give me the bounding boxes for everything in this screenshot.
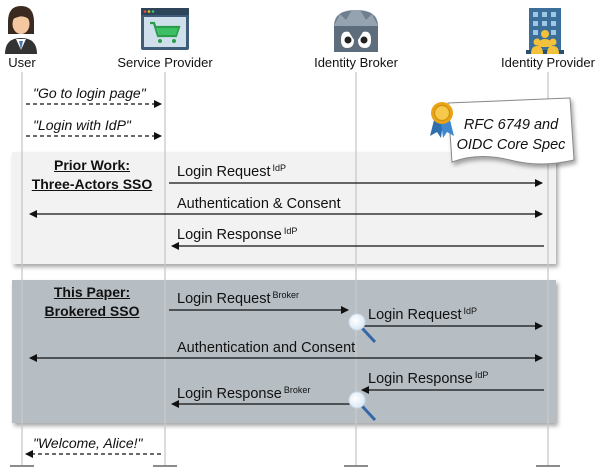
identity-broker-icon bbox=[334, 10, 378, 52]
identity-provider-building-icon bbox=[526, 8, 564, 54]
note-welcome: "Welcome, Alice!" bbox=[33, 435, 143, 451]
prior-title-line-1: Prior Work: bbox=[54, 157, 130, 173]
this-paper-box bbox=[12, 280, 556, 423]
spec-line-1: RFC 6749 and bbox=[463, 117, 559, 133]
note-login-idp: "Login with IdP" bbox=[33, 117, 131, 133]
paper-arrows bbox=[29, 306, 544, 408]
magnifier-icon bbox=[348, 313, 377, 344]
prior-auth-label: Authentication & Consent bbox=[177, 196, 341, 212]
certificate-badge-icon bbox=[430, 102, 454, 138]
paper-title-line-1: This Paper: bbox=[53, 284, 131, 300]
prior-work-title: Prior Work: Three-Actors SSO bbox=[32, 156, 153, 194]
actor-user-label: User bbox=[8, 55, 36, 70]
prior-title-line-2: Three-Actors SSO bbox=[31, 176, 153, 192]
actor-identity-provider-label: Identity Provider bbox=[501, 55, 595, 70]
actor-service-provider-label: Service Provider bbox=[117, 55, 213, 70]
spec-line-2: OIDC Core Spec bbox=[456, 137, 566, 153]
note-go-login: "Go to login page" bbox=[33, 85, 146, 101]
spec-document-shape bbox=[447, 97, 575, 165]
spec-document: RFC 6749 and OIDC Core Spec bbox=[452, 115, 570, 155]
shopping-cart-browser-icon bbox=[141, 8, 189, 50]
paper-auth-label: Authentication and Consent bbox=[177, 340, 356, 356]
magnifier-icon bbox=[348, 391, 377, 422]
note-arrows bbox=[25, 100, 162, 458]
paper-title-line-2: Brokered SSO bbox=[44, 303, 140, 319]
prior-arrows bbox=[29, 179, 544, 250]
user-icon bbox=[5, 6, 37, 54]
actor-identity-broker-label: Identity Broker bbox=[314, 55, 398, 70]
prior-work-box bbox=[12, 152, 556, 264]
this-paper-title: This Paper: Brokered SSO bbox=[45, 283, 140, 321]
